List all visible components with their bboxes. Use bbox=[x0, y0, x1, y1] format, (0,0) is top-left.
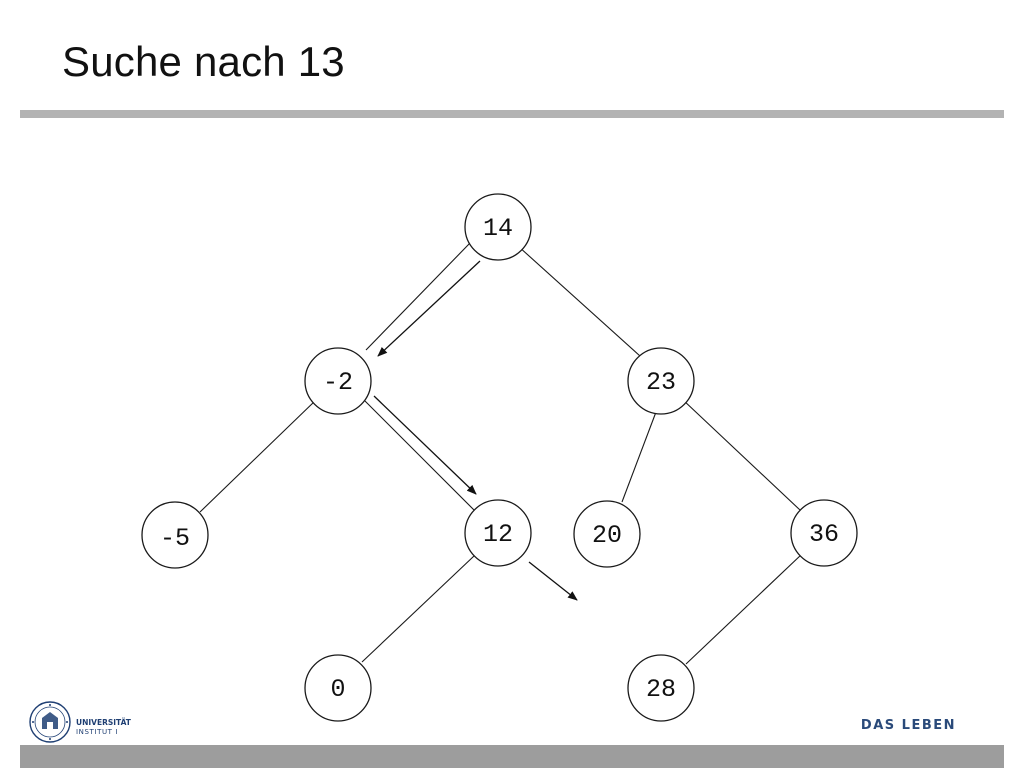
search-arrow-12-to-empty bbox=[528, 561, 578, 601]
logo-institute-text: INSTITUT I bbox=[76, 728, 119, 736]
edge-minus2-to-minus5 bbox=[199, 399, 317, 513]
tree-node-36: 36 bbox=[790, 499, 858, 567]
node-label: 14 bbox=[483, 214, 513, 243]
search-arrow-14-to-minus2 bbox=[377, 260, 481, 357]
footer-bar bbox=[20, 745, 1004, 768]
footer-tagline: DAS LEBEN bbox=[860, 718, 956, 733]
tree-node-23: 23 bbox=[627, 347, 695, 415]
edge-23-to-36 bbox=[681, 398, 801, 511]
university-seal-icon bbox=[29, 701, 71, 743]
node-circle bbox=[627, 347, 695, 415]
tree-node-minus5: -5 bbox=[141, 501, 209, 569]
node-label: 0 bbox=[330, 675, 345, 704]
edge-14-to-23 bbox=[517, 245, 641, 357]
node-circle bbox=[141, 501, 209, 569]
node-circle bbox=[627, 654, 695, 722]
edge-minus2-to-12 bbox=[363, 399, 477, 513]
logo-university-text: UNIVERSITÄT bbox=[76, 718, 131, 727]
node-label: -2 bbox=[323, 368, 353, 397]
edge-36-to-28 bbox=[685, 553, 803, 665]
search-path-arrows bbox=[373, 260, 578, 601]
edge-23-to-20 bbox=[621, 411, 657, 503]
node-label: 28 bbox=[646, 675, 676, 704]
node-label: 20 bbox=[592, 521, 622, 550]
tree-node-0: 0 bbox=[304, 654, 372, 722]
search-arrow-minus2-to-12 bbox=[373, 395, 477, 495]
node-label: 36 bbox=[809, 520, 839, 549]
edge-14-to-minus2 bbox=[365, 242, 471, 351]
node-label: 23 bbox=[646, 368, 676, 397]
node-label: -5 bbox=[160, 524, 190, 553]
title-divider bbox=[20, 110, 1004, 118]
node-circle bbox=[304, 654, 372, 722]
tree-node-minus2: -2 bbox=[304, 347, 372, 415]
node-circle bbox=[304, 347, 372, 415]
edge-12-to-0 bbox=[361, 555, 475, 663]
slide-title: Suche nach 13 bbox=[62, 38, 345, 85]
tree-edges bbox=[199, 242, 803, 665]
node-circle bbox=[573, 500, 641, 568]
node-label: 12 bbox=[483, 520, 513, 549]
tree-node-12: 12 bbox=[464, 499, 532, 567]
tree-node-20: 20 bbox=[573, 500, 641, 568]
tree-node-14: 14 bbox=[464, 193, 532, 261]
node-circle bbox=[464, 193, 532, 261]
node-circle bbox=[790, 499, 858, 567]
university-logo: UNIVERSITÄT INSTITUT I bbox=[28, 700, 148, 746]
node-circle bbox=[464, 499, 532, 567]
tree-node-28: 28 bbox=[627, 654, 695, 722]
